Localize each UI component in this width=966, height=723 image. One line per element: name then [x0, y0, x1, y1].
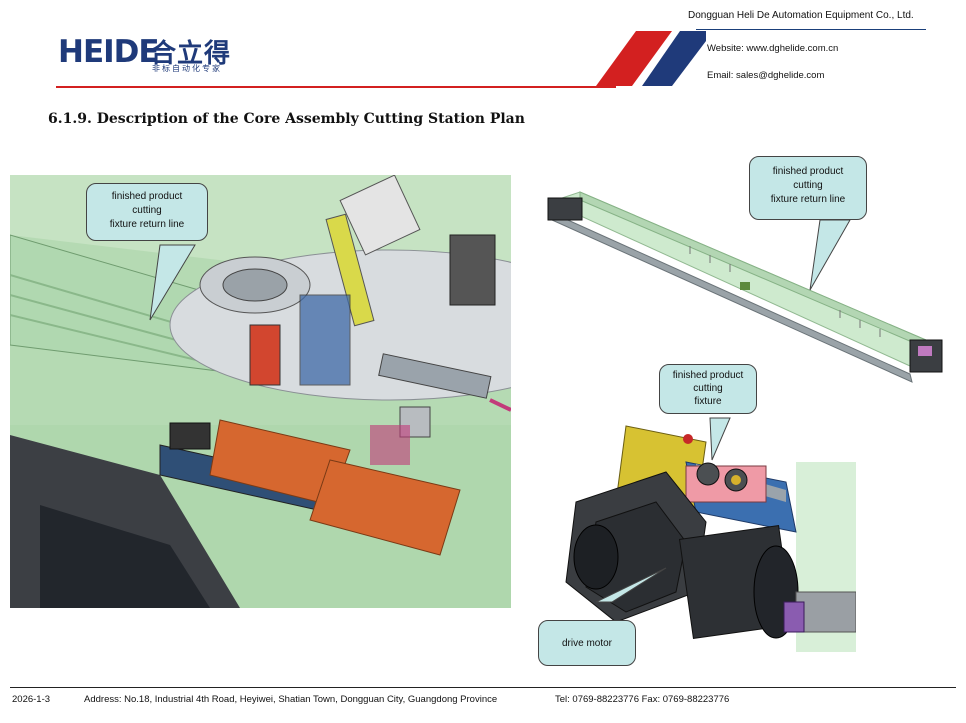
- fixture-callout: finished product cutting fixture: [659, 364, 757, 414]
- red-stripe: [596, 31, 672, 86]
- header-stripes-decoration: [596, 31, 706, 86]
- callout-line-1: finished product: [672, 370, 744, 381]
- footer-date: 2026-1-3: [12, 694, 51, 705]
- left-assembly-render: finished product cutting fixture return …: [10, 175, 511, 608]
- footer-address: Address: No.18, Industrial 4th Road, Hey…: [84, 694, 498, 705]
- callout-line-2: cutting: [693, 383, 723, 394]
- return-line-callout-right: finished product cutting fixture return …: [749, 156, 867, 220]
- logo-tagline: 非标自动化专家: [152, 64, 222, 73]
- website-text: Website: www.dghelide.com.cn: [707, 43, 839, 54]
- callout-line-3: fixture return line: [109, 219, 185, 230]
- section-title: 6.1.9. Description of the Core Assembly …: [48, 111, 525, 127]
- callout-line-1: finished product: [111, 191, 183, 202]
- header-divider: [696, 29, 926, 30]
- top-right-return-line-render: finished product cutting fixture return …: [540, 150, 960, 386]
- logo-latin-text: HEIDE: [58, 34, 160, 70]
- callout-line-3: fixture return line: [770, 194, 846, 205]
- bottom-right-motor-render: finished product cutting fixture drive m…: [536, 362, 856, 670]
- return-line-drawing: [547, 191, 943, 383]
- left-render-drawing: [10, 175, 511, 608]
- drive-motor-label: drive motor: [561, 638, 612, 649]
- drive-motor-callout: drive motor: [538, 620, 636, 666]
- callout-line-2: cutting: [793, 180, 823, 191]
- company-name: Dongguan Heli De Automation Equipment Co…: [688, 10, 914, 21]
- return-line-callout-left: finished product cutting fixture return …: [86, 183, 208, 241]
- header-red-rule: [56, 86, 616, 88]
- callout-line-1: finished product: [772, 166, 844, 177]
- footer-divider: [10, 687, 956, 688]
- left-callout-pointer: [149, 244, 196, 321]
- callout-line-2: cutting: [132, 205, 162, 216]
- company-logo: HEIDE: [58, 34, 160, 70]
- email-text: Email: sales@dghelide.com: [707, 70, 825, 81]
- motor-drawing: [565, 417, 856, 652]
- logo-chinese-text: 合立得: [150, 39, 232, 69]
- footer-contact: Tel: 0769-88223776 Fax: 0769-88223776: [555, 694, 730, 705]
- blue-stripe: [642, 31, 706, 86]
- callout-line-3: fixture: [694, 396, 722, 407]
